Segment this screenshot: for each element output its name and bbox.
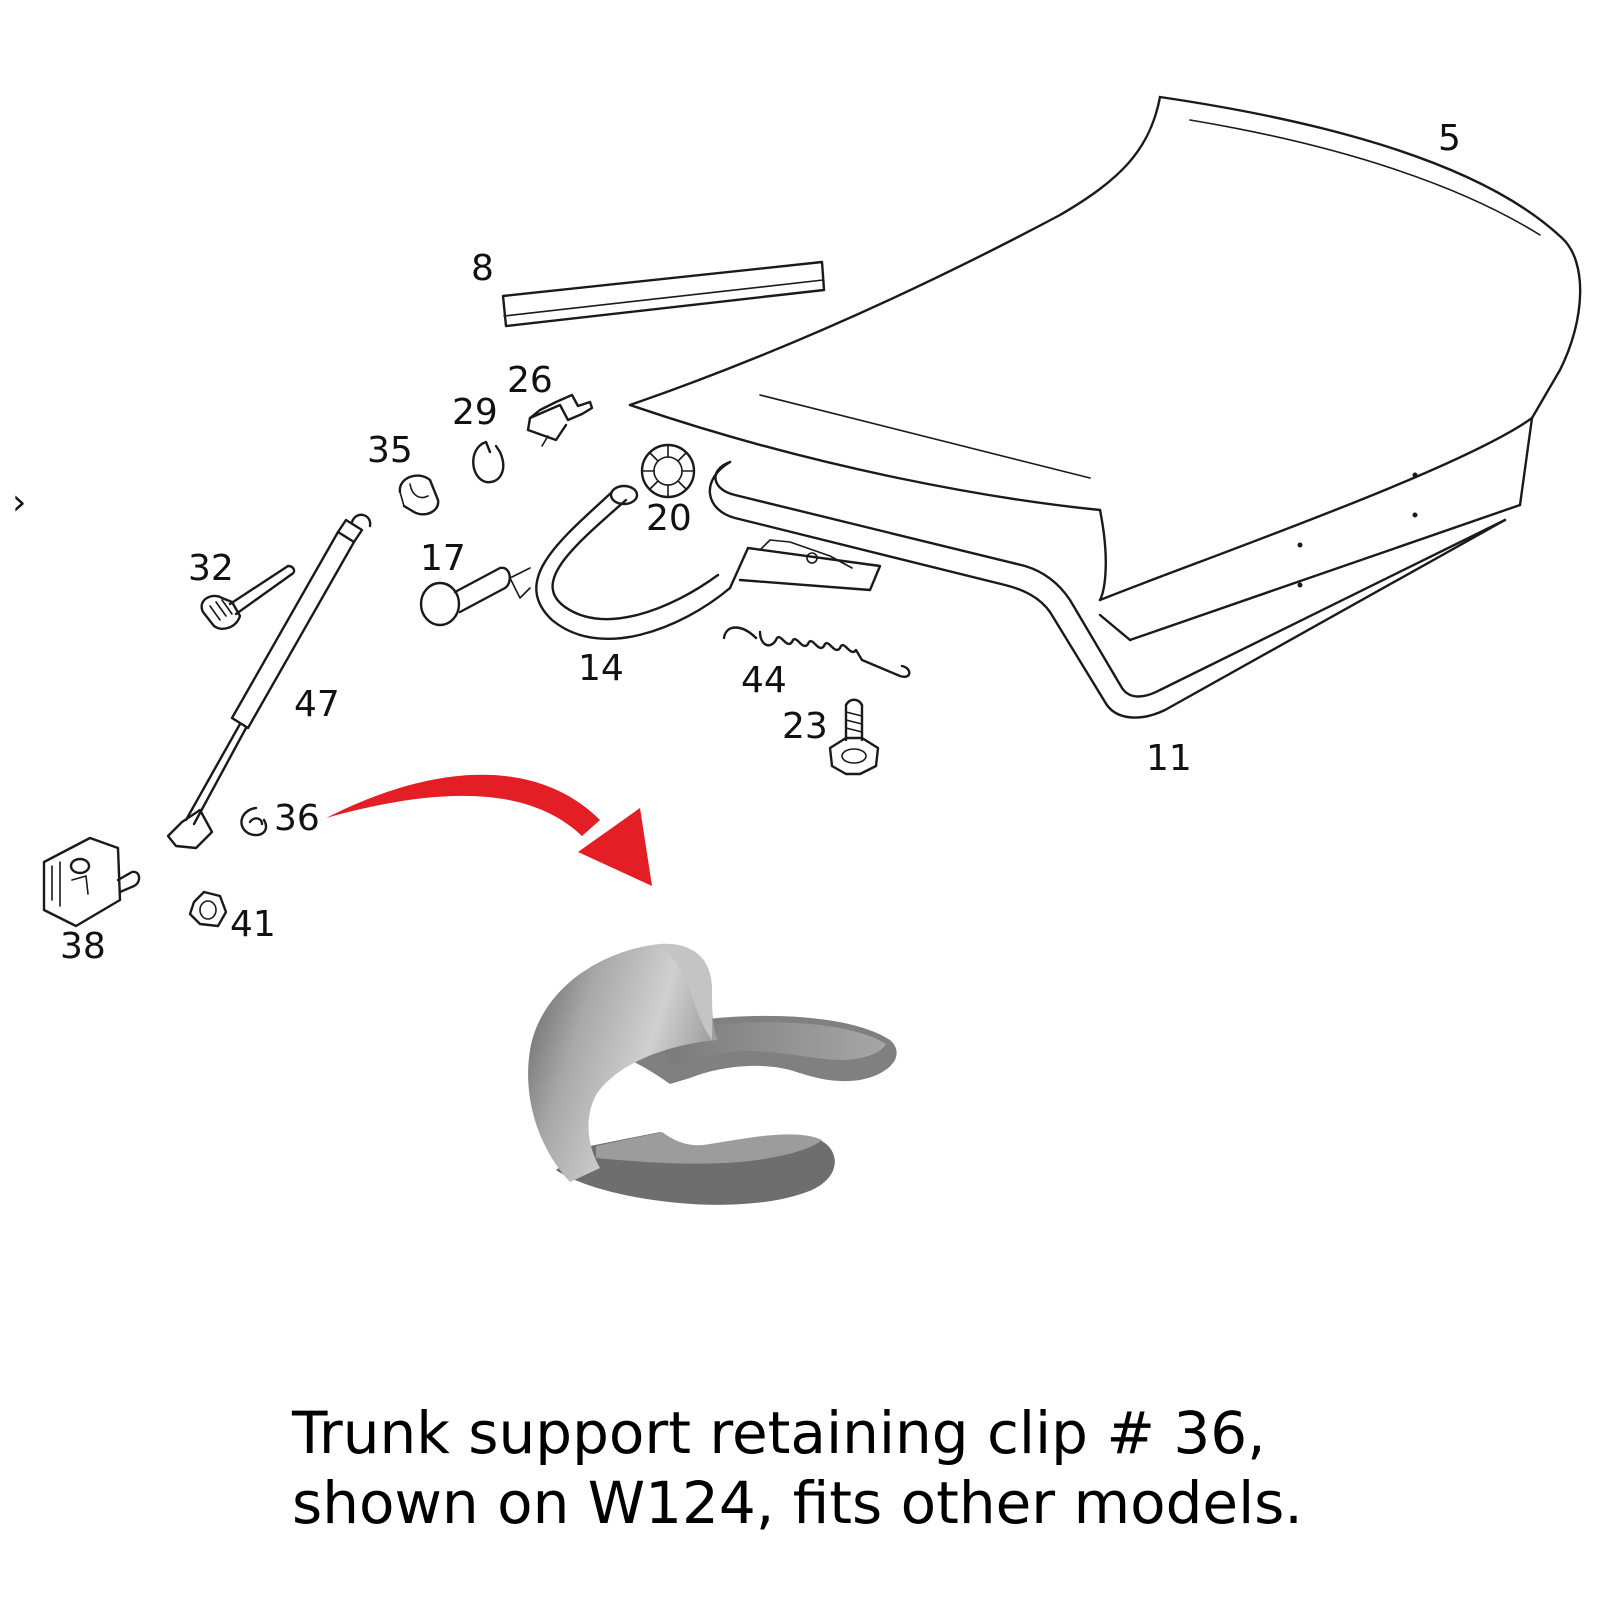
part-bolt	[828, 698, 880, 776]
part-hinge-pin	[419, 566, 511, 627]
part-bushing	[398, 474, 440, 516]
part-ring-clip	[472, 440, 505, 484]
caption-line-2: shown on W124, fits other models.	[292, 1469, 1303, 1537]
callout-38: 38	[60, 926, 106, 967]
callout-17: 17	[420, 538, 466, 579]
side-chevron-icon: ›	[12, 482, 26, 523]
callout-8: 8	[471, 248, 494, 289]
callout-26: 26	[507, 360, 553, 401]
part-gas-strut	[166, 513, 372, 850]
callout-11: 11	[1146, 738, 1192, 779]
part-retaining-clip-small	[240, 806, 268, 837]
callout-14: 14	[578, 648, 624, 689]
callout-44: 44	[741, 660, 787, 701]
callout-36: 36	[274, 798, 320, 839]
part-mount-bracket	[42, 836, 141, 928]
callout-23: 23	[782, 706, 828, 747]
curved-arrow-icon	[326, 774, 652, 886]
part-nut	[188, 890, 228, 928]
callout-35: 35	[367, 430, 413, 471]
part-switch	[526, 393, 594, 447]
retaining-clip-icon	[528, 943, 897, 1205]
part-trim-strip	[501, 260, 826, 328]
caption-line-1: Trunk support retaining clip # 36,	[292, 1399, 1266, 1467]
part-spring	[722, 626, 911, 678]
part-screw	[200, 564, 296, 630]
part-trunk-seal	[708, 460, 1507, 719]
callout-32: 32	[188, 548, 234, 589]
callout-29: 29	[452, 392, 498, 433]
part-grommet	[640, 443, 696, 499]
callout-47: 47	[294, 684, 340, 725]
part-release-cable	[509, 484, 882, 641]
part-trunk-lid	[628, 95, 1582, 642]
callout-41: 41	[230, 904, 276, 945]
callout-20: 20	[646, 498, 692, 539]
callout-5: 5	[1438, 118, 1461, 159]
caption: Trunk support retaining clip # 36, shown…	[292, 1398, 1492, 1538]
